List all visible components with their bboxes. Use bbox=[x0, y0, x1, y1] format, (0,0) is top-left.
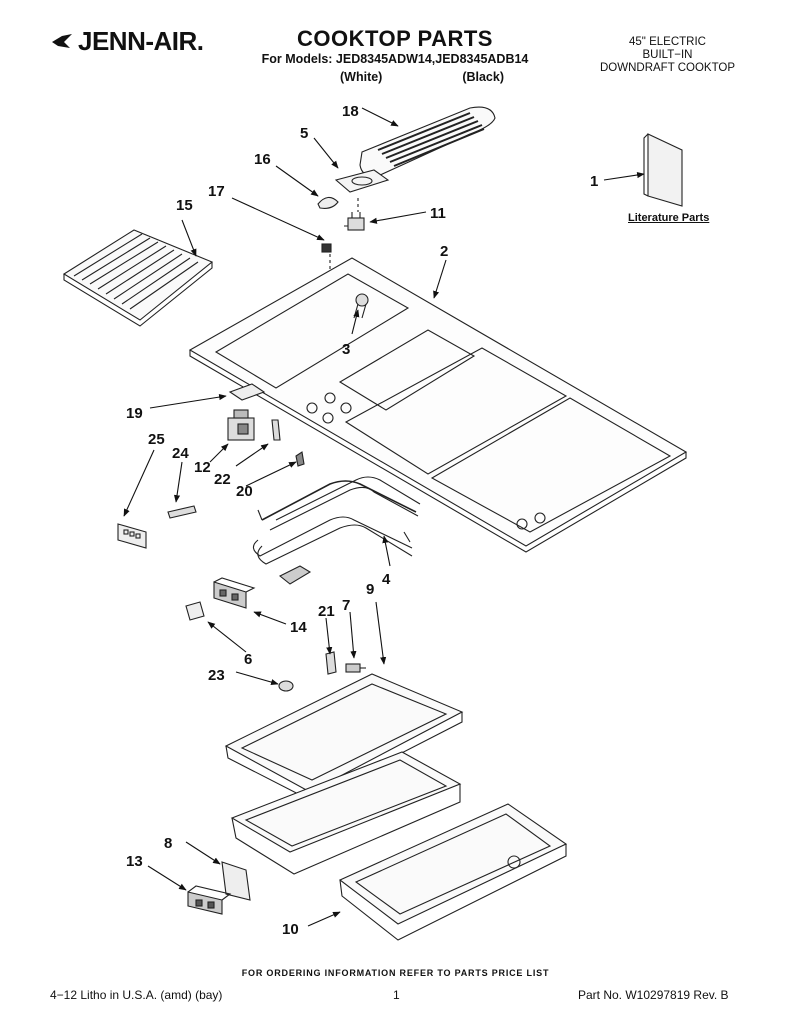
lower-pan bbox=[338, 803, 568, 941]
callout-5: 5 bbox=[300, 125, 308, 142]
terminal-block bbox=[213, 577, 256, 609]
callout-6: 6 bbox=[244, 651, 252, 668]
description-line: 45" ELECTRIC bbox=[629, 36, 706, 48]
callout-19: 19 bbox=[126, 405, 143, 422]
callout-2: 2 bbox=[440, 243, 448, 260]
clip-part bbox=[295, 451, 305, 467]
infinite-switch bbox=[227, 409, 255, 441]
callout-14: 14 bbox=[290, 619, 307, 636]
literature-parts-label: Literature Parts bbox=[628, 212, 710, 224]
probe-part bbox=[271, 419, 281, 441]
callout-13: 13 bbox=[126, 853, 143, 870]
bracket-part bbox=[228, 383, 266, 401]
variant-black: (Black) bbox=[462, 70, 504, 84]
callout-3: 3 bbox=[342, 341, 350, 358]
callout-16: 16 bbox=[254, 151, 271, 168]
cooktop-surface bbox=[188, 257, 688, 553]
switch-plate bbox=[117, 523, 147, 549]
literature-booklet bbox=[643, 133, 683, 207]
brand-logo: JENN-AIR. bbox=[50, 26, 204, 57]
callout-15: 15 bbox=[176, 197, 193, 214]
callout-8: 8 bbox=[164, 835, 172, 852]
callout-1: 1 bbox=[590, 173, 598, 190]
callout-21: 21 bbox=[318, 603, 335, 620]
callout-4: 4 bbox=[382, 571, 391, 588]
page-number: 1 bbox=[393, 988, 400, 1002]
litho-info: 4−12 Litho in U.S.A. (amd) (bay) bbox=[50, 988, 223, 1002]
ordering-note: FOR ORDERING INFORMATION REFER TO PARTS … bbox=[241, 968, 550, 978]
connector-part bbox=[325, 651, 337, 675]
gasket-part bbox=[334, 169, 390, 193]
heating-element bbox=[252, 476, 421, 585]
jenn-air-logo-icon bbox=[52, 33, 72, 48]
callout-18: 18 bbox=[342, 103, 359, 120]
grill-grate bbox=[62, 229, 214, 327]
small-bracket bbox=[185, 601, 205, 621]
callout-11: 11 bbox=[430, 205, 446, 222]
description-line: DOWNDRAFT COOKTOP bbox=[599, 62, 736, 74]
cover-plate bbox=[221, 861, 251, 901]
description-line: BUILT−IN bbox=[642, 49, 693, 61]
switch-part bbox=[344, 212, 365, 231]
models-line: For Models: JED8345ADW14,JED8345ADB14 bbox=[261, 52, 529, 66]
variant-white: (White) bbox=[340, 70, 383, 84]
page-title: COOKTOP PARTS bbox=[297, 26, 493, 51]
knob-part bbox=[317, 196, 339, 209]
part-number: Part No. W10297819 Rev. B bbox=[578, 988, 729, 1002]
lower-housing bbox=[230, 751, 462, 875]
strip-part bbox=[167, 505, 197, 519]
callout-25: 25 bbox=[148, 431, 165, 448]
nut-part bbox=[321, 243, 332, 253]
callout-24: 24 bbox=[172, 445, 189, 462]
callout-7: 7 bbox=[342, 597, 350, 614]
callout-22: 22 bbox=[214, 471, 231, 488]
brand-name: JENN-AIR. bbox=[78, 26, 204, 56]
callout-20: 20 bbox=[236, 483, 253, 500]
grommet-part bbox=[278, 680, 294, 692]
bolt-part bbox=[345, 663, 366, 673]
callout-12: 12 bbox=[194, 459, 211, 476]
callout-23: 23 bbox=[208, 667, 225, 684]
callout-17: 17 bbox=[208, 183, 225, 200]
callout-9: 9 bbox=[366, 581, 374, 598]
callout-10: 10 bbox=[282, 921, 299, 938]
product-description: 45" ELECTRIC BUILT−IN DOWNDRAFT COOKTOP bbox=[585, 36, 750, 75]
relay-part bbox=[187, 885, 232, 915]
model-variants: (White) (Black) bbox=[340, 70, 540, 84]
